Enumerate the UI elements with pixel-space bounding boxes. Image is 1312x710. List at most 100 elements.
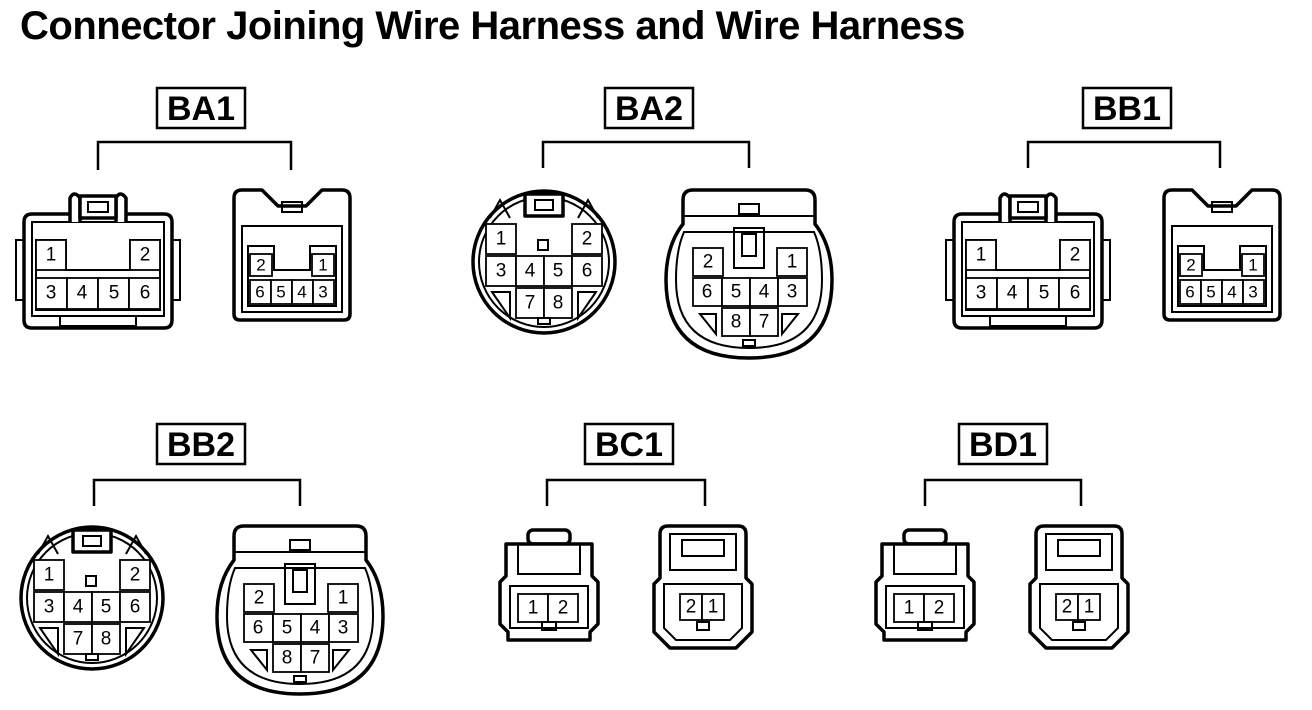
pin-label: 4 (525, 261, 536, 282)
pin-label: 1 (44, 565, 55, 586)
pin-label: 2 (140, 245, 151, 266)
connector-bb2-male: 1 2 3 4 5 6 7 8 (19, 525, 165, 671)
pin-label: 3 (46, 283, 57, 304)
label-box-ba1 (155, 86, 247, 130)
pin-label: 5 (1039, 283, 1050, 304)
pin-label: 2 (558, 598, 569, 619)
connector-bb1-female: 2 1 6 5 4 3 (1162, 188, 1282, 322)
pin-label: 4 (310, 618, 321, 639)
connector-bc1-male: 1 2 (498, 528, 600, 642)
pin-label: 4 (77, 283, 88, 304)
connector-group-ba1: BA1 1 2 3 4 5 6 2 1 (15, 86, 352, 330)
pin-label: 5 (731, 282, 742, 303)
bracket-bb1 (1026, 140, 1222, 168)
pin-label: 4 (73, 597, 84, 618)
label-box-bc1 (583, 422, 675, 466)
pin-label: 2 (130, 565, 141, 586)
pin-label: 6 (702, 282, 713, 303)
pin-label: 8 (101, 629, 112, 650)
pin-label: 4 (297, 283, 306, 302)
pin-label: 8 (553, 293, 564, 314)
bracket-bc1 (545, 478, 707, 506)
pin-label: 2 (934, 598, 945, 619)
connector-ba2-male: 1 2 3 4 5 6 7 8 (471, 189, 617, 335)
connector-bd1-male: 1 2 (874, 528, 976, 642)
connector-bb2-female: 2 1 6 5 4 3 8 7 (215, 524, 385, 696)
pin-label: 3 (44, 597, 55, 618)
connector-group-bc1: BC1 1 2 2 1 (498, 422, 754, 650)
pin-label: 5 (553, 261, 564, 282)
pin-label: 4 (1227, 283, 1236, 302)
pin-label: 6 (130, 597, 141, 618)
pin-label: 2 (703, 252, 714, 273)
pin-label: 3 (787, 282, 798, 303)
pin-label: 2 (1186, 256, 1195, 275)
pin-label: 1 (338, 588, 349, 609)
pin-label: 7 (73, 629, 84, 650)
connector-group-ba2: BA2 1 2 3 4 5 6 7 8 (471, 86, 834, 360)
connector-ba1-female: 2 1 6 5 4 3 (232, 188, 352, 322)
pin-label: 6 (1185, 283, 1194, 302)
connector-ba2-female: 2 1 6 5 4 3 8 7 (664, 188, 834, 360)
connector-label-bc1: BC1 (595, 426, 663, 464)
label-box-ba2 (603, 86, 695, 130)
connector-bc1-female: 2 1 (652, 524, 754, 650)
pin-label: 1 (496, 229, 507, 250)
pin-label: 2 (1070, 245, 1081, 266)
pin-label: 1 (1084, 597, 1095, 618)
pin-label: 1 (708, 597, 719, 618)
connector-label-ba1: BA1 (167, 90, 235, 128)
pin-label: 4 (759, 282, 770, 303)
pin-label: 3 (1248, 283, 1257, 302)
pin-label: 7 (525, 293, 536, 314)
pin-label: 6 (253, 618, 264, 639)
pin-label: 2 (686, 597, 697, 618)
page-title: Connector Joining Wire Harness and Wire … (20, 4, 965, 48)
pin-label: 2 (254, 588, 265, 609)
bracket-bb2 (92, 478, 302, 506)
pin-label: 6 (582, 261, 593, 282)
pin-label: 3 (496, 261, 507, 282)
pin-label: 6 (140, 283, 151, 304)
pin-label: 5 (109, 283, 120, 304)
pin-label: 8 (282, 648, 293, 669)
label-box-bb1 (1081, 86, 1173, 130)
pin-label: 5 (101, 597, 112, 618)
connector-label-bb1: BB1 (1093, 90, 1161, 128)
pin-label: 6 (255, 283, 264, 302)
pin-label: 7 (759, 312, 770, 333)
label-box-bd1 (957, 422, 1049, 466)
bracket-bd1 (923, 478, 1083, 506)
pin-label: 3 (976, 283, 987, 304)
pin-label: 3 (318, 283, 327, 302)
connector-label-bd1: BD1 (969, 426, 1037, 464)
pin-label: 1 (528, 598, 539, 619)
pin-label: 1 (976, 245, 987, 266)
pin-label: 6 (1070, 283, 1081, 304)
pin-label: 5 (1206, 283, 1215, 302)
connector-ba1-male: 1 2 3 4 5 6 (15, 192, 181, 330)
pin-label: 5 (282, 618, 293, 639)
connector-group-bb2: BB2 1 2 3 4 5 6 7 8 (19, 422, 385, 696)
pin-label: 2 (1062, 597, 1073, 618)
pin-label: 3 (338, 618, 349, 639)
pin-label: 8 (731, 312, 742, 333)
pin-label: 5 (276, 283, 285, 302)
pin-label: 7 (310, 648, 321, 669)
label-box-bb2 (155, 422, 247, 466)
pin-label: 2 (582, 229, 593, 250)
pin-label: 1 (904, 598, 915, 619)
connector-label-bb2: BB2 (167, 426, 235, 464)
pin-label: 2 (256, 256, 265, 275)
pin-label: 1 (1248, 256, 1257, 275)
pin-label: 1 (46, 245, 57, 266)
connector-bb1-male: 1 2 3 4 5 6 (945, 192, 1111, 330)
pin-label: 1 (318, 256, 327, 275)
connector-group-bd1: BD1 1 2 2 1 (874, 422, 1130, 650)
connector-bd1-female: 2 1 (1028, 524, 1130, 650)
pin-label: 4 (1007, 283, 1018, 304)
connector-group-bb1: BB1 1 2 3 4 5 6 2 1 6 (945, 86, 1282, 330)
bracket-ba1 (96, 140, 293, 170)
bracket-ba2 (541, 140, 751, 168)
